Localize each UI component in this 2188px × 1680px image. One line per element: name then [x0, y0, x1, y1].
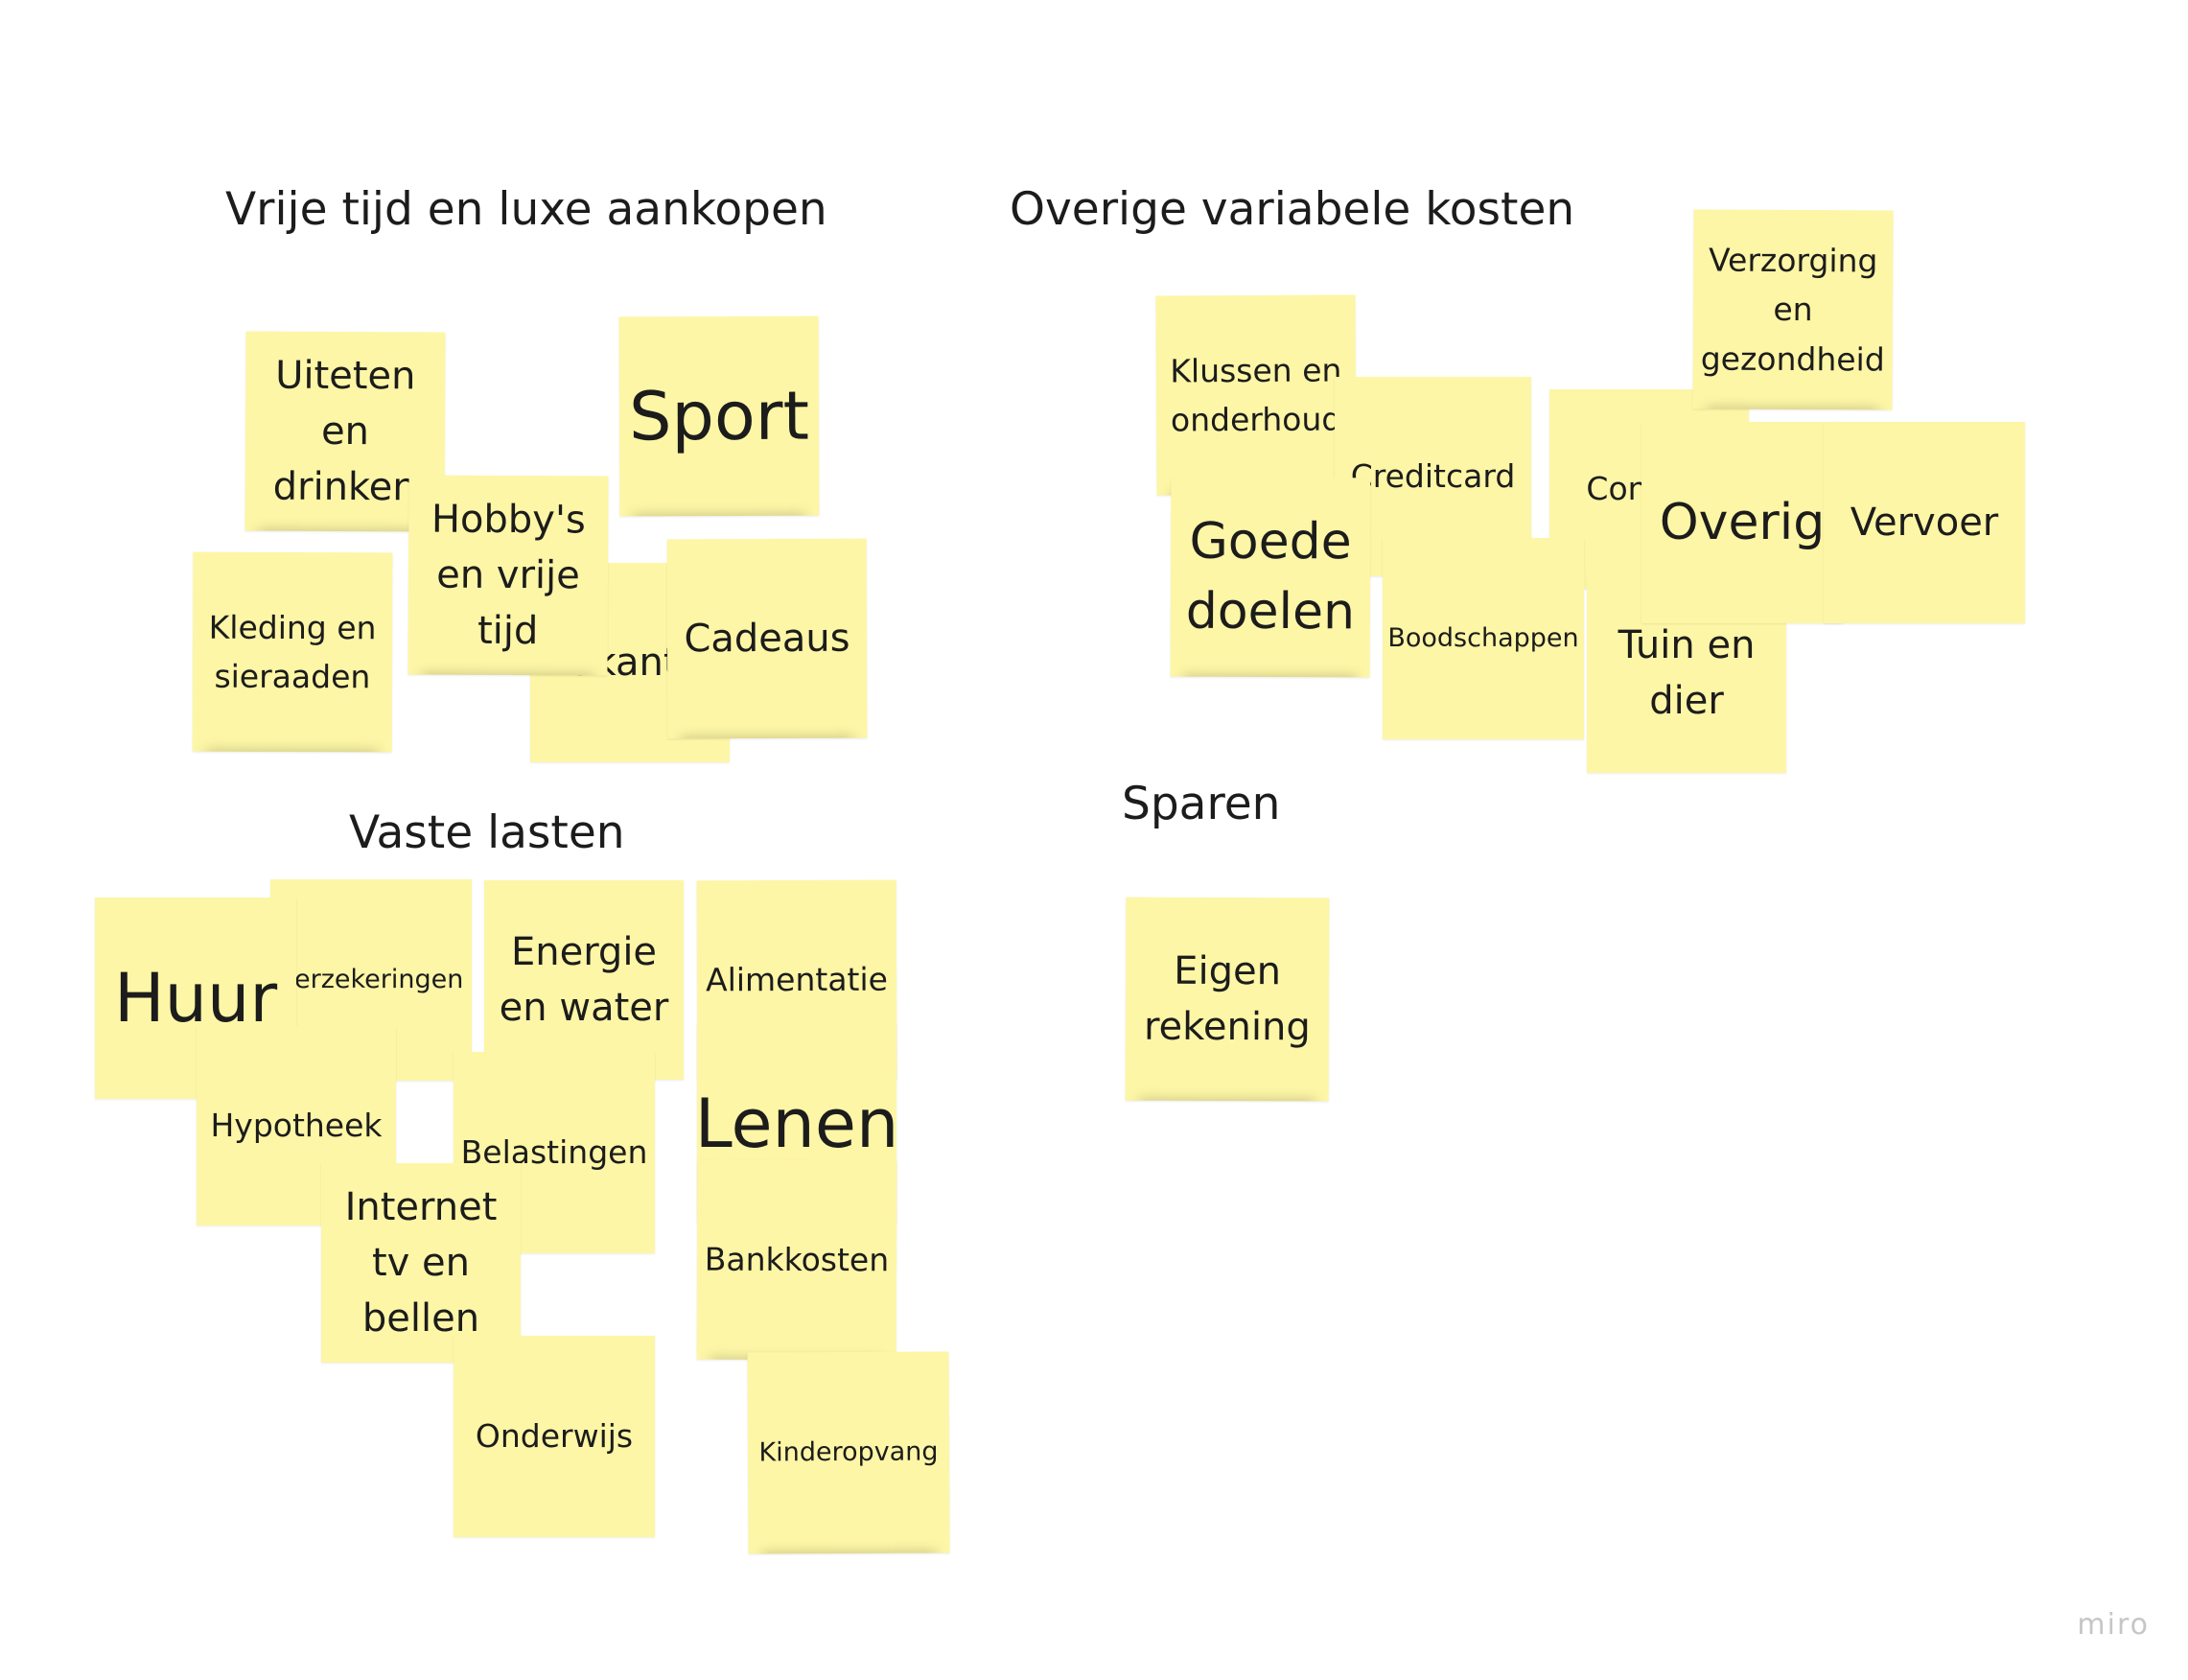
sticky-note-verzorging[interactable]: Verzorging en gezondheid: [1692, 209, 1894, 410]
sticky-note-text: Cadeaus: [684, 616, 850, 662]
sticky-note-text: Verzorging en gezondheid: [1700, 241, 1885, 379]
sticky-note-bankkosten[interactable]: Bankkosten: [696, 1159, 897, 1361]
sticky-note-cadeaus[interactable]: Cadeaus: [666, 538, 868, 739]
sticky-note-text: Lenen: [697, 1084, 896, 1163]
sticky-note-text: Bankkosten: [704, 1241, 890, 1279]
sticky-note-text: Huur: [114, 958, 278, 1038]
sticky-note-kinderopvang[interactable]: Kinderopvang: [747, 1351, 950, 1554]
sticky-note-goede-doelen[interactable]: Goede doelen: [1170, 477, 1371, 678]
sticky-note-text: Hypotheek: [210, 1107, 383, 1145]
sticky-note-sport[interactable]: Sport: [618, 315, 820, 517]
sticky-note-text: Klussen en onderhoud: [1170, 351, 1342, 439]
sticky-note-boodschappen[interactable]: Boodschappen: [1383, 538, 1584, 739]
sticky-note-text: Eigen rekening: [1143, 948, 1311, 1050]
sticky-note-text: Overig: [1659, 493, 1826, 551]
sticky-note-text: Sport: [628, 376, 810, 456]
sticky-note-onderwijs[interactable]: Onderwijs: [454, 1336, 655, 1537]
heading-sparen[interactable]: Sparen: [1122, 778, 1281, 830]
sticky-note-eigen-rekening[interactable]: Eigen rekening: [1125, 897, 1330, 1102]
sticky-note-internet[interactable]: Internet tv en bellen: [321, 1163, 521, 1363]
sticky-note-text: Internet tv en bellen: [344, 1185, 498, 1341]
sticky-note-text: Energie en water: [499, 930, 669, 1030]
heading-vaste-lasten[interactable]: Vaste lasten: [349, 806, 625, 859]
sticky-note-vervoer[interactable]: Vervoer: [1824, 422, 2025, 623]
sticky-note-kleding[interactable]: Kleding en sieraaden: [192, 551, 393, 753]
sticky-note-hobbys[interactable]: Hobby's en vrije tijd: [407, 475, 609, 676]
sticky-note-overig[interactable]: Overig: [1641, 422, 1843, 623]
miro-logo: miro: [2077, 1608, 2150, 1642]
sticky-note-huur[interactable]: Huur: [95, 898, 296, 1099]
sticky-note-text: Tuin en dier: [1618, 623, 1756, 723]
sticky-note-text: Goede doelen: [1185, 512, 1356, 642]
heading-vrije-tijd[interactable]: Vrije tijd en luxe aankopen: [225, 183, 827, 236]
sticky-note-text: Boodschappen: [1387, 623, 1579, 654]
sticky-note-text: Verzekeringen: [278, 965, 464, 995]
sticky-note-text: Vervoer: [1850, 501, 1999, 545]
sticky-note-energie[interactable]: Energie en water: [484, 880, 684, 1080]
heading-overige-variabele-kosten[interactable]: Overige variabele kosten: [1010, 183, 1575, 236]
sticky-note-text: Alimentatie: [706, 961, 889, 999]
sticky-note-klussen[interactable]: Klussen en onderhoud: [1155, 294, 1357, 496]
sticky-note-text: Kinderopvang: [758, 1436, 939, 1468]
sticky-note-text: Onderwijs: [475, 1417, 634, 1456]
sticky-note-text: Creditcard: [1350, 457, 1516, 496]
sticky-note-text: Hobby's en vrije tijd: [431, 497, 586, 654]
sticky-note-text: Kleding en sieraaden: [208, 608, 377, 696]
